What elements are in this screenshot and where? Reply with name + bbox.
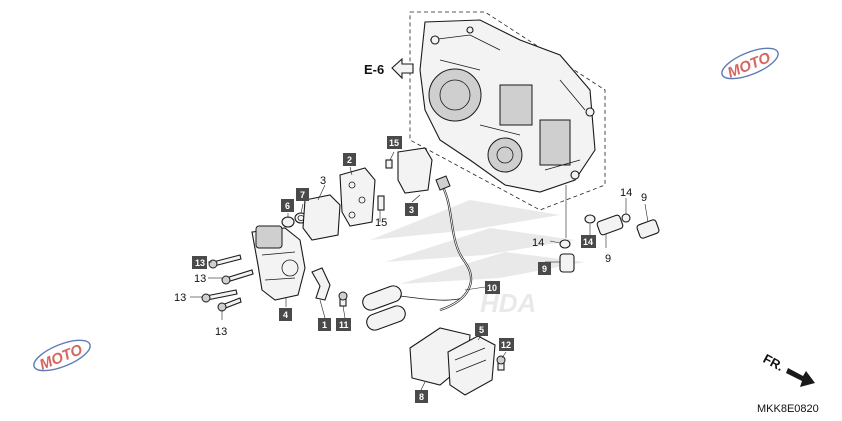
callout-9: 9 <box>605 253 611 265</box>
background-wing-logo: HDA <box>370 200 585 318</box>
front-label: FR. <box>761 351 787 374</box>
svg-text:11: 11 <box>339 320 349 330</box>
callout-box-5: 5 <box>475 323 488 336</box>
studs-15 <box>377 159 393 211</box>
callout-box-9: 9 <box>538 262 551 275</box>
svg-text:3: 3 <box>409 205 414 215</box>
callout-box-6: 6 <box>281 199 294 212</box>
svg-text:8: 8 <box>419 392 424 402</box>
callout-box-10: 10 <box>485 281 500 294</box>
clutch-cover <box>487 137 523 173</box>
watermark-text: MOTO <box>37 341 85 374</box>
sensor-mid-9 <box>584 214 624 236</box>
callout-box-7: 7 <box>296 188 309 201</box>
part-11-bolt <box>338 291 348 307</box>
sensor-low-9 <box>559 239 575 273</box>
svg-text:2: 2 <box>347 155 352 165</box>
watermark-bottom-left: MOTO <box>33 339 91 374</box>
sensor-right-14 <box>621 213 631 223</box>
svg-text:1: 1 <box>322 320 327 330</box>
svg-text:9: 9 <box>542 264 547 274</box>
callout-15: 15 <box>375 217 387 229</box>
arrow-left-icon <box>391 57 414 80</box>
watermark-top-right: MOTO <box>721 47 779 82</box>
callout-box-2: 2 <box>343 153 356 166</box>
part-4-housing <box>251 225 306 301</box>
bolts-13 <box>201 254 254 312</box>
callout-box-3: 3 <box>405 203 418 216</box>
callout-box-12: 12 <box>499 338 514 351</box>
svg-text:6: 6 <box>285 201 290 211</box>
callout-box-13: 13 <box>192 256 207 269</box>
callout-box-1: 1 <box>318 318 331 331</box>
svg-text:4: 4 <box>283 310 288 320</box>
crankcase-cover <box>428 68 482 122</box>
callout-3: 3 <box>320 175 326 187</box>
shaft-housing <box>539 119 571 166</box>
callout-13: 13 <box>194 273 206 285</box>
svg-text:E-6: E-6 <box>364 62 384 77</box>
callout-14: 14 <box>620 187 632 199</box>
svg-text:10: 10 <box>487 283 497 293</box>
front-arrow-icon <box>786 368 815 387</box>
front-direction-indicator: FR. <box>761 351 815 387</box>
part-10-hose-inner <box>439 184 472 311</box>
svg-text:14: 14 <box>583 237 593 247</box>
sensor-right-9 <box>636 219 660 239</box>
engine-assembly <box>409 11 606 211</box>
part-3-gasket-left <box>302 194 341 241</box>
valve-body-housing <box>499 84 533 126</box>
callout-14: 14 <box>532 237 544 249</box>
callout-box-4: 4 <box>279 308 292 321</box>
diagram-code: MKK8E0820 <box>757 403 819 415</box>
svg-text:12: 12 <box>501 340 511 350</box>
watermark-text: MOTO <box>725 49 773 82</box>
part-12-bolt <box>496 355 506 371</box>
callout-9: 9 <box>641 192 647 204</box>
callout-box-15: 15 <box>387 136 402 149</box>
svg-text:7: 7 <box>300 190 305 200</box>
callout-13: 13 <box>174 292 186 304</box>
reference-arrow-e6[interactable]: E-6 <box>364 57 414 80</box>
solenoid-valves <box>362 285 463 331</box>
svg-text:13: 13 <box>195 258 205 268</box>
hose-clamp <box>435 175 451 191</box>
svg-text:15: 15 <box>389 138 399 148</box>
svg-text:5: 5 <box>479 325 484 335</box>
part-1-clip <box>311 267 331 301</box>
callout-box-8: 8 <box>415 390 428 403</box>
callout-13: 13 <box>215 326 227 338</box>
part-3-gasket-right <box>397 147 433 194</box>
callout-box-11: 11 <box>336 318 351 331</box>
callout-box-14: 14 <box>581 235 596 248</box>
part-2-plate <box>339 167 376 227</box>
